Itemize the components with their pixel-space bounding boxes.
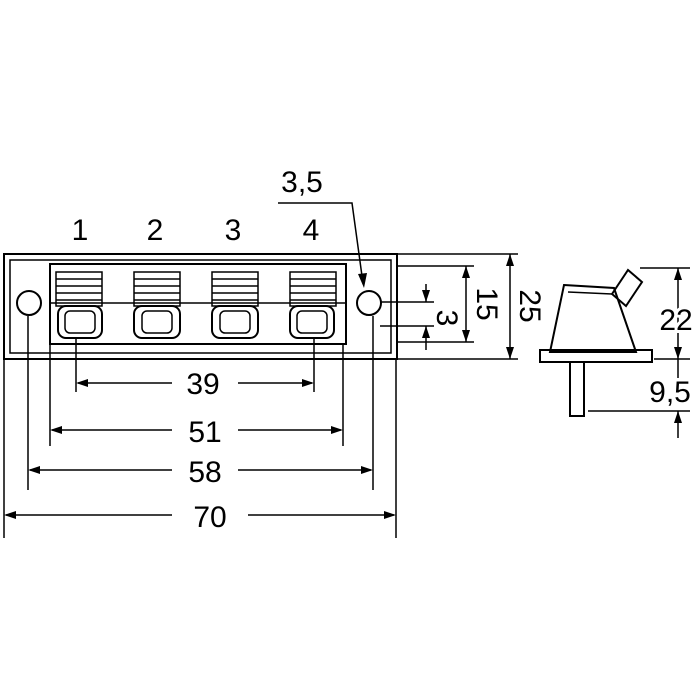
dim-25-label: 25 [513, 289, 546, 322]
dim-51 [49, 344, 344, 446]
terminal-number-1: 1 [72, 214, 89, 247]
dim-58 [27, 316, 374, 490]
terminal-number-4: 4 [303, 214, 320, 247]
terminal-3 [211, 271, 259, 339]
terminal-4 [289, 271, 337, 339]
dim-70 [3, 359, 397, 538]
dim-22 [640, 267, 690, 360]
dim-3-label: 3 [430, 310, 463, 327]
hole-dia-label: 3,5 [281, 166, 323, 199]
terminal-block [49, 263, 347, 345]
dim-3 [422, 284, 430, 350]
dim-58-label: 58 [188, 456, 221, 489]
dim-70-label: 70 [193, 501, 226, 534]
dim-9-5-label: 9,5 [649, 376, 691, 409]
dim-9-5 [588, 359, 690, 438]
dim-15-label: 15 [470, 287, 503, 320]
mounting-hole-right [356, 290, 382, 316]
dim-22-label: 22 [659, 304, 692, 337]
terminal-2 [133, 271, 181, 339]
dim-15 [462, 266, 470, 342]
mounting-hole-left [16, 290, 42, 316]
outer-frame [3, 253, 398, 360]
side-view [539, 268, 653, 417]
dim-51-label: 51 [188, 416, 221, 449]
dim-39-label: 39 [186, 368, 219, 401]
dim-39 [75, 338, 315, 392]
outer-frame-inner [9, 259, 392, 354]
terminal-number-2: 2 [147, 214, 164, 247]
hole-dia-leader [278, 202, 367, 288]
terminal-1 [55, 271, 103, 339]
terminal-number-3: 3 [225, 214, 242, 247]
dim-25 [506, 254, 514, 359]
vertical-extension-lines [380, 253, 518, 360]
